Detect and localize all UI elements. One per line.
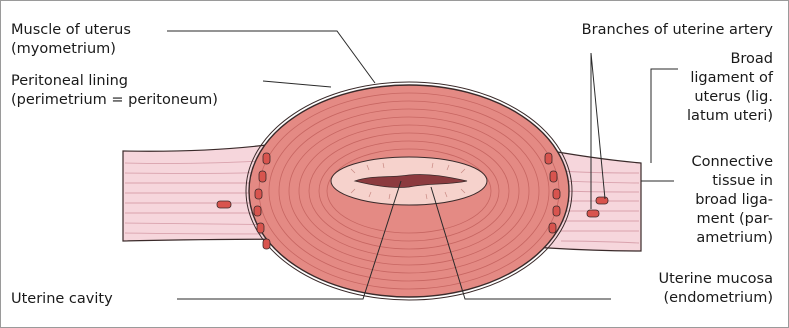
label-muscle-line1: Muscle of uterus <box>11 21 131 40</box>
label-mucosa-line2: (endometrium) <box>601 289 773 308</box>
label-cavity-line1: Uterine cavity <box>11 290 113 309</box>
label-connective-tissue: Connective tissue in broad liga- ment (p… <box>651 153 773 248</box>
leader-peritoneal <box>263 81 331 87</box>
label-connective-line3: broad liga- <box>651 191 773 210</box>
label-cavity: Uterine cavity <box>11 290 113 309</box>
label-mucosa-line1: Uterine mucosa <box>601 270 773 289</box>
label-mucosa: Uterine mucosa (endometrium) <box>601 270 773 308</box>
label-connective-line1: Connective <box>651 153 773 172</box>
label-broad-line2: ligament of <box>641 69 773 88</box>
label-branches-line1: Branches of uterine artery <box>541 21 773 40</box>
label-connective-line4: ment (par- <box>651 210 773 229</box>
label-peritoneal: Peritoneal lining (perimetrium = periton… <box>11 72 218 110</box>
label-broad-line1: Broad <box>641 50 773 69</box>
label-muscle: Muscle of uterus (myometrium) <box>11 21 131 59</box>
label-connective-line5: ametrium) <box>651 229 773 248</box>
label-peritoneal-line2: (perimetrium = peritoneum) <box>11 91 218 110</box>
label-broad-line3: uterus (lig. <box>641 88 773 107</box>
label-branches: Branches of uterine artery <box>541 21 773 40</box>
label-connective-line2: tissue in <box>651 172 773 191</box>
label-peritoneal-line1: Peritoneal lining <box>11 72 218 91</box>
label-muscle-line2: (myometrium) <box>11 40 131 59</box>
label-broad-line4: latum uteri) <box>641 107 773 126</box>
label-broad-ligament: Broad ligament of uterus (lig. latum ute… <box>641 50 773 126</box>
